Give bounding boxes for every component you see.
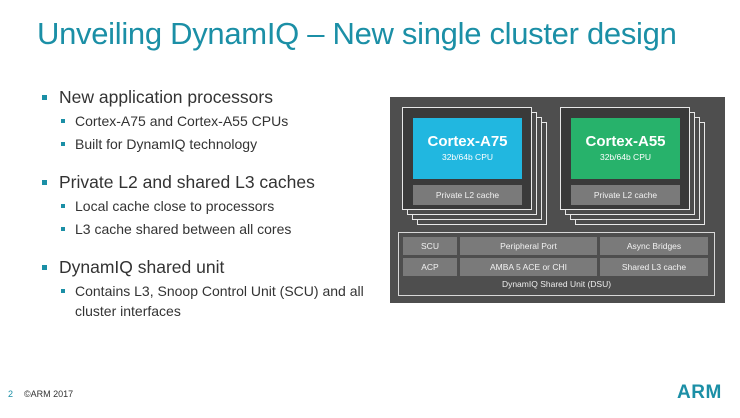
bullet-new-processors: New application processors — [40, 86, 375, 108]
cpu-sub: 32b/64b CPU — [599, 152, 652, 162]
dsu-acp: ACP — [403, 258, 457, 276]
cpu-stack-a75: Cortex-A75 32b/64b CPU Private L2 cache — [402, 107, 547, 225]
dynamiq-diagram: Cortex-A75 32b/64b CPU Private L2 cache … — [390, 97, 725, 303]
cpu-block-a55: Cortex-A55 32b/64b CPU — [571, 118, 680, 179]
cpu-stack-a55: Cortex-A55 32b/64b CPU Private L2 cache — [560, 107, 705, 225]
cpu-name: Cortex-A55 — [585, 133, 666, 150]
sub-bullet-local-cache: Local cache close to processors — [59, 196, 375, 216]
page-number: 2 — [8, 389, 14, 399]
sub-bullet-built-for: Built for DynamIQ technology — [59, 134, 375, 154]
private-l2-cache: Private L2 cache — [413, 185, 522, 205]
cpu-sub: 32b/64b CPU — [441, 152, 494, 162]
private-l2-cache: Private L2 cache — [571, 185, 680, 205]
dsu-async-bridges: Async Bridges — [600, 237, 708, 255]
bullet-group: DynamIQ shared unit Contains L3, Snoop C… — [40, 256, 375, 321]
bullet-group: Private L2 and shared L3 caches Local ca… — [40, 171, 375, 239]
slide-title: Unveiling DynamIQ – New single cluster d… — [37, 16, 677, 51]
bullet-shared-unit: DynamIQ shared unit — [40, 256, 375, 278]
dsu-label: DynamIQ Shared Unit (DSU) — [501, 279, 612, 289]
sub-bullet-contains: Contains L3, Snoop Control Unit (SCU) an… — [59, 281, 375, 321]
dsu-amba: AMBA 5 ACE or CHI — [460, 258, 597, 276]
dsu-scu: SCU — [403, 237, 457, 255]
sub-bullet-cpus: Cortex-A75 and Cortex-A55 CPUs — [59, 111, 375, 131]
copyright: ©ARM 2017 — [24, 389, 74, 399]
dsu-peripheral-port: Peripheral Port — [460, 237, 597, 255]
arm-logo: ARM — [677, 382, 722, 403]
sub-bullet-l3-shared: L3 cache shared between all cores — [59, 219, 375, 239]
cpu-core-a75: Cortex-A75 32b/64b CPU Private L2 cache — [402, 107, 532, 210]
bullet-list: New application processors Cortex-A75 an… — [40, 86, 375, 338]
cpu-core-a55: Cortex-A55 32b/64b CPU Private L2 cache — [560, 107, 690, 210]
cpu-name: Cortex-A75 — [427, 133, 508, 150]
bullet-group: New application processors Cortex-A75 an… — [40, 86, 375, 154]
dsu-shared-l3: Shared L3 cache — [600, 258, 708, 276]
cpu-block-a75: Cortex-A75 32b/64b CPU — [413, 118, 522, 179]
bullet-caches: Private L2 and shared L3 caches — [40, 171, 375, 193]
dsu-box: SCU Peripheral Port Async Bridges ACP AM… — [398, 232, 715, 296]
